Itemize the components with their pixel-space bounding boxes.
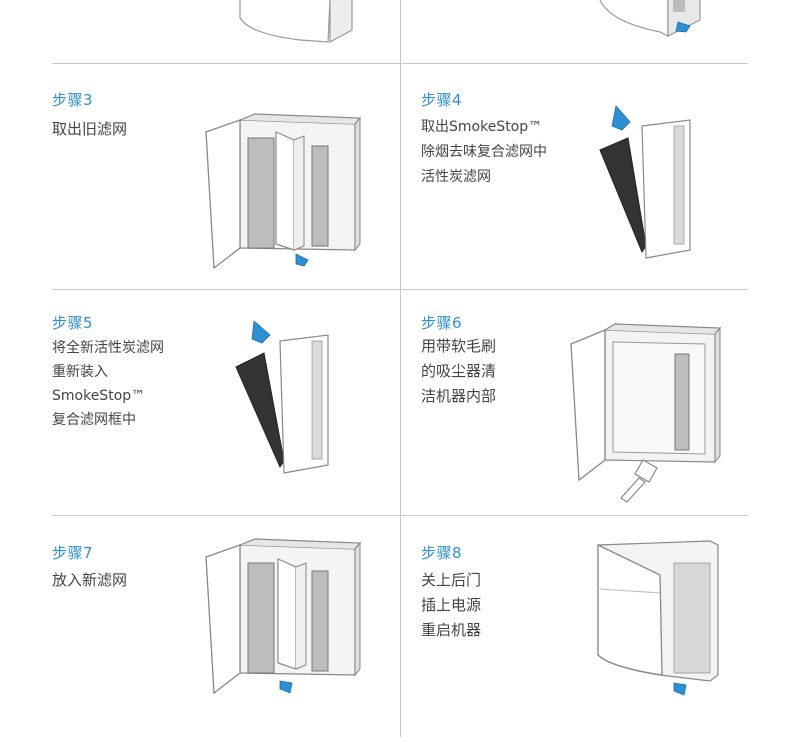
- step-title: 步骤3: [52, 91, 94, 109]
- step-description: 将全新活性炭滤网 重新装入 SmokeStop™ 复合滤网框中: [52, 340, 164, 428]
- unit-bottom-partial-icon: [239, 0, 701, 44]
- step-title: 步骤5: [52, 314, 94, 332]
- step-description: 用带软毛刷 的吸尘器清 洁机器内部: [421, 337, 497, 405]
- carbon-filter-insert-icon: [235, 320, 329, 474]
- step-card-6: 步骤6 用带软毛刷 的吸尘器清 洁机器内部: [421, 290, 768, 516]
- step-description: 取出旧滤网: [52, 120, 128, 138]
- vacuum-clean-interior-icon: [570, 323, 722, 503]
- step-card-3: 步骤3 取出旧滤网: [52, 64, 399, 290]
- step-description: 关上后门 插上电源 重启机器: [421, 571, 482, 639]
- vertical-divider: [400, 0, 401, 737]
- step-title: 步骤6: [421, 314, 463, 332]
- step-card-7: 步骤7 放入新滤网: [52, 516, 399, 742]
- step-card-5: 步骤5 将全新活性炭滤网 重新装入 SmokeStop™ 复合滤网框中: [52, 290, 399, 516]
- step-title: 步骤7: [52, 544, 94, 562]
- unit-open-filter-in-icon: [205, 538, 362, 695]
- step-card-4: 步骤4 取出SmokeStop™ 除烟去味复合滤网中 活性炭滤网: [421, 64, 768, 290]
- unit-closed-door-icon: [597, 540, 719, 696]
- horizontal-divider-1: [52, 63, 748, 64]
- step-card-8: 步骤8 关上后门 插上电源 重启机器: [421, 516, 768, 742]
- step-description: 取出SmokeStop™ 除烟去味复合滤网中 活性炭滤网: [421, 119, 547, 185]
- step-title: 步骤4: [421, 91, 463, 109]
- carbon-filter-removal-icon: [599, 105, 691, 259]
- step-title: 步骤8: [421, 544, 463, 562]
- horizontal-divider-3: [52, 515, 748, 516]
- step-description: 放入新滤网: [52, 571, 128, 589]
- unit-open-filter-out-icon: [205, 113, 362, 270]
- horizontal-divider-2: [52, 289, 748, 290]
